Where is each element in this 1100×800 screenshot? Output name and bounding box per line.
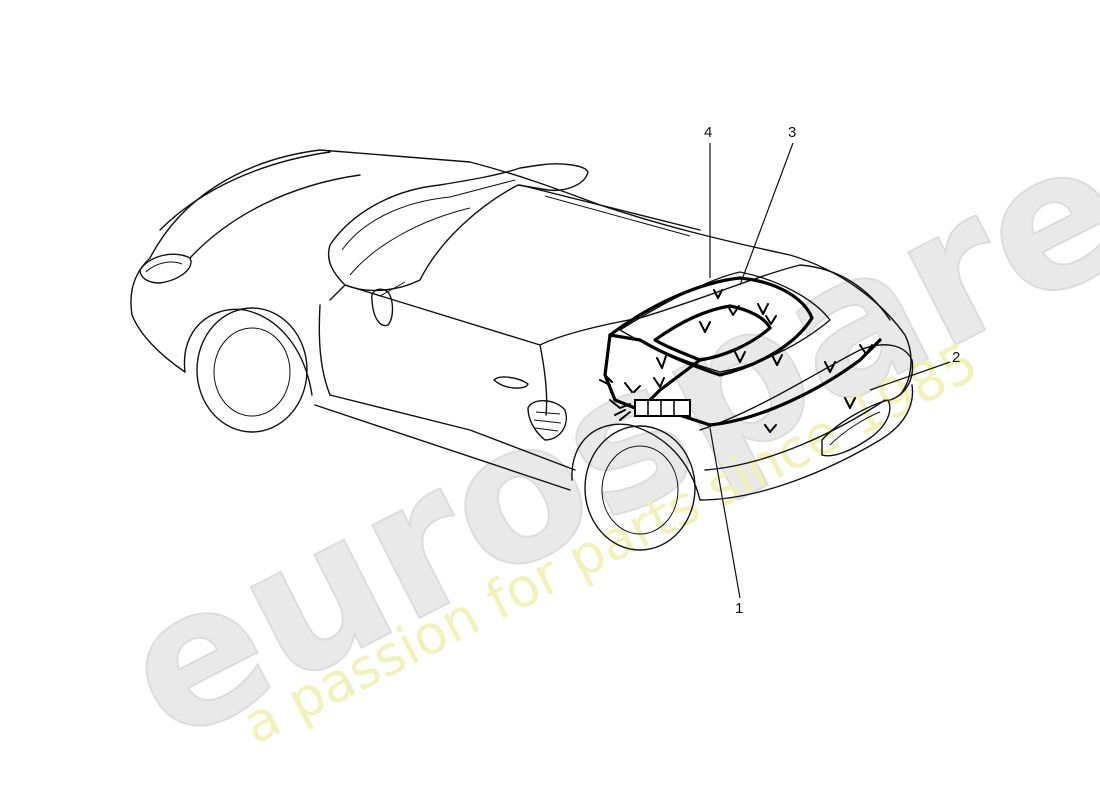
callout-2: 2 xyxy=(869,349,960,391)
harness-connector xyxy=(634,399,691,417)
windshield-frame xyxy=(327,163,589,292)
door-sill xyxy=(329,394,576,471)
roll-bar xyxy=(519,184,701,231)
callout-3-label: 3 xyxy=(788,124,796,141)
car-body-top xyxy=(149,149,912,396)
callout-3: 3 xyxy=(739,124,796,286)
wiring-harness xyxy=(599,276,882,433)
front-headlight xyxy=(139,253,192,284)
harness-inner-loop xyxy=(653,304,772,362)
rear-wheel xyxy=(584,425,696,551)
harness-branches xyxy=(599,289,873,433)
callout-4-label: 4 xyxy=(704,124,712,141)
harness-rear-run xyxy=(708,338,882,427)
callout-4: 4 xyxy=(704,124,712,278)
callout-1-label: 1 xyxy=(735,600,743,617)
car-nose xyxy=(130,257,186,373)
door-handle xyxy=(493,376,529,389)
rear-wheel-arch xyxy=(571,423,701,501)
front-wheel xyxy=(196,307,308,433)
car-outline xyxy=(130,149,914,551)
rear-bumper xyxy=(699,384,914,501)
front-wheel-arch xyxy=(183,308,313,396)
license-plate-recess xyxy=(821,399,891,457)
callouts: 1 2 3 4 xyxy=(704,124,960,617)
rear-deck xyxy=(539,264,891,346)
side-mirror xyxy=(371,288,394,327)
callout-2-label: 2 xyxy=(952,349,960,366)
side-air-intake xyxy=(527,400,567,441)
callout-1: 1 xyxy=(709,427,743,617)
hood-crease xyxy=(189,174,361,259)
